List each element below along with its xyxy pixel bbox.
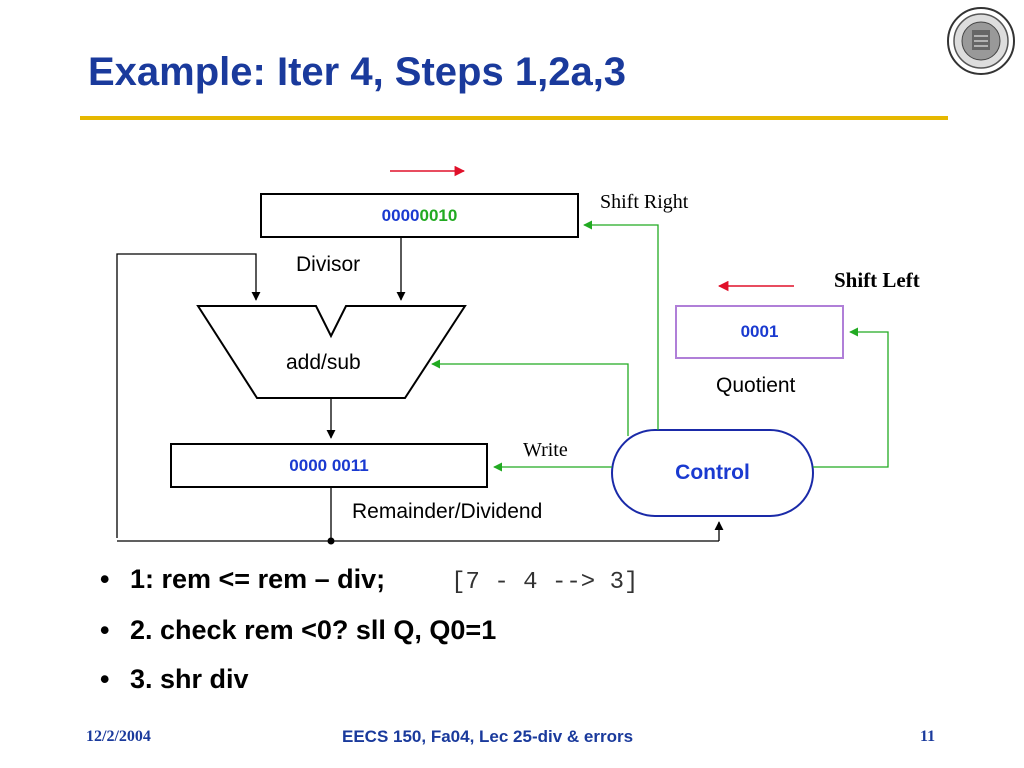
write-label: Write [523,439,568,461]
quotient-register [675,305,844,359]
footer-course: EECS 150, Fa04, Lec 25-div & errors [342,727,634,746]
quotient-label: Quotient [716,374,796,397]
footer-date: 12/2/2004 [86,728,151,745]
divisor-register [260,193,579,238]
bullet-code: [7 - 4 --> 3] [451,569,639,596]
control-unit [611,429,814,517]
alu-shape [196,305,467,399]
shift-left-label: Shift Left [834,268,920,292]
remainder-register [170,443,488,488]
slide-title: Example: Iter 4, Steps 1,2a,3 [88,50,627,94]
bullet-item: •1: rem <= rem – div;[7 - 4 --> 3] [100,564,639,596]
title-underline [80,116,948,120]
remainder-value: 0000 0011 [289,456,369,475]
bullet-item: •2. check rem <0? sll Q, Q0=1 [100,615,497,645]
alu-label: add/sub [286,351,361,374]
footer-page-number: 11 [920,728,936,745]
divisor-value: 00000010 [381,206,458,225]
bullet-item: •3. shr div [100,664,249,694]
remainder-label: Remainder/Dividend [352,500,543,523]
shift-right-label: Shift Right [600,191,689,213]
quotient-value: 0001 [740,322,779,341]
control-label: Control [675,461,750,484]
divisor-label: Divisor [296,253,361,276]
university-seal-icon [947,7,1015,75]
